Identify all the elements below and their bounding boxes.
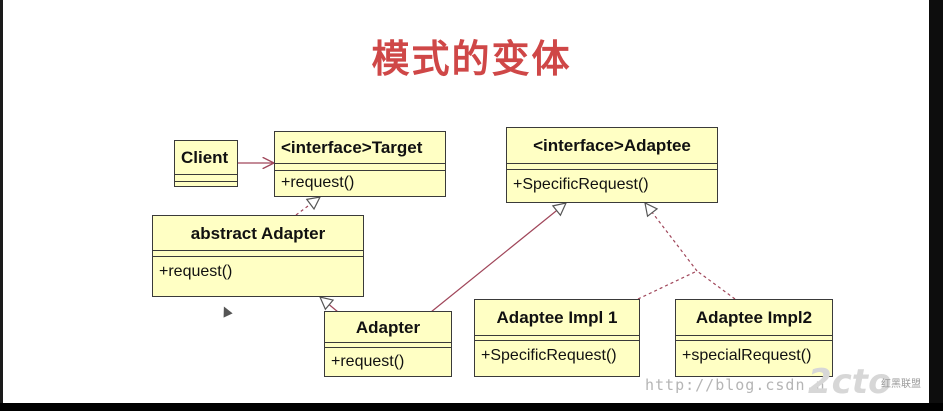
client-class: Client xyxy=(174,140,238,187)
adaptee-impl1-name: Adaptee Impl 1 xyxy=(496,308,618,327)
adaptee-impl2-separator-2 xyxy=(676,340,832,341)
adaptee-operation: +SpecificRequest() xyxy=(513,176,649,193)
adaptee-separator-2 xyxy=(507,169,717,170)
abstract-adapter-class: abstract Adapter +request() xyxy=(152,215,364,297)
adapter-operation: +request() xyxy=(331,352,405,370)
adapter-class-name: Adapter xyxy=(355,317,421,337)
abstract-adapter-separator-1 xyxy=(153,250,363,251)
target-separator-1 xyxy=(275,163,445,164)
slide-title: 模式的变体 xyxy=(371,37,572,81)
left-frame-edge xyxy=(0,0,3,411)
adaptee-impl1-class: Adaptee Impl 1 +SpecificRequest() xyxy=(474,299,640,377)
adapter-separator-1 xyxy=(325,342,451,343)
bottom-frame-edge xyxy=(0,403,943,411)
adaptee-impl1-operation: +SpecificRequest() xyxy=(481,347,617,364)
adapter-adaptee-association xyxy=(430,203,566,313)
adaptee-impl1-separator-2 xyxy=(475,340,639,341)
target-operation: +request() xyxy=(281,174,355,191)
abstract-adapter-separator-2 xyxy=(153,256,363,257)
adaptee-impl2-name: Adaptee Impl2 xyxy=(695,308,813,327)
client-class-name: Client xyxy=(181,148,229,167)
impl1-realization-branch xyxy=(637,270,698,300)
watermark-logo-sub: 红黑联盟 xyxy=(881,379,921,390)
abstract-adapter-operation: +request() xyxy=(159,263,233,280)
adaptee-interface: <interface>Adaptee +SpecificRequest() xyxy=(506,127,718,203)
abstract-adapter-target-realization xyxy=(295,197,320,216)
adaptee-impl2-operation: +specialRequest() xyxy=(682,347,812,364)
adaptee-separator-1 xyxy=(507,163,717,164)
watermark-url: http://blog.csdn.n xyxy=(645,376,826,394)
target-interface-name: <interface>Target xyxy=(281,138,423,157)
watermark-logo: 2cto xyxy=(808,362,892,402)
target-separator-2 xyxy=(275,170,445,171)
adaptee-impl1-separator-1 xyxy=(475,335,639,336)
client-op-separator xyxy=(175,181,237,182)
adapter-abstract-adapter-generalization xyxy=(320,297,339,313)
target-interface: <interface>Target +request() xyxy=(274,131,446,197)
abstract-adapter-name: abstract Adapter xyxy=(190,223,326,243)
adaptee-impl2-separator-1 xyxy=(676,335,832,336)
right-frame-edge xyxy=(929,0,943,411)
client-attr-separator xyxy=(175,174,237,175)
impl2-realization-branch xyxy=(696,270,736,300)
adaptee-impl2-class: Adaptee Impl2 +specialRequest() xyxy=(675,299,833,377)
adapter-separator-2 xyxy=(325,347,451,348)
adaptee-impl-realization xyxy=(645,203,698,272)
adaptee-interface-name: <interface>Adaptee xyxy=(533,136,691,155)
adapter-class: Adapter +request() xyxy=(324,311,452,377)
